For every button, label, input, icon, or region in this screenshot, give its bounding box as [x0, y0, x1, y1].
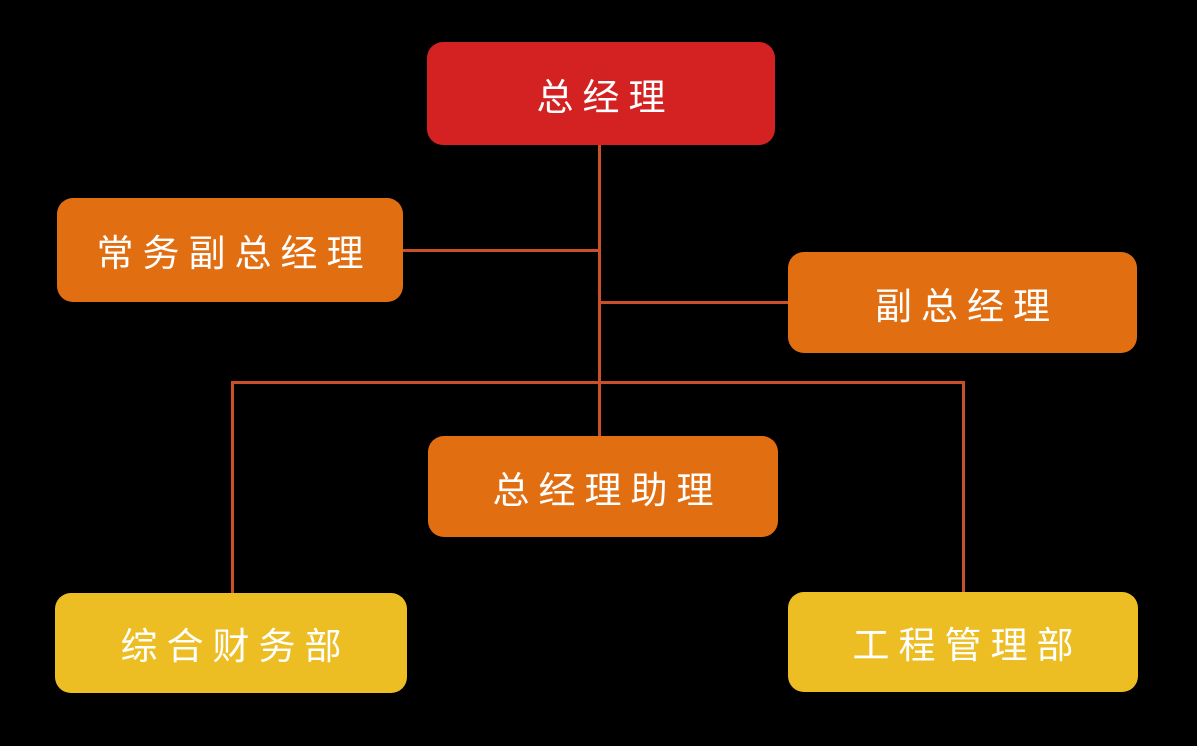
- node-general-manager-assistant: 总经理助理: [428, 436, 778, 537]
- connector-drop-finance: [231, 381, 234, 593]
- node-deputy-general-manager-label: 副总经理: [875, 285, 1059, 327]
- node-engineering-management-department-label: 工程管理部: [852, 625, 1083, 666]
- node-deputy-general-manager: 副总经理: [788, 252, 1137, 353]
- node-general-manager-assistant-label: 总经理助理: [492, 469, 723, 511]
- node-executive-deputy-general-manager: 常务副总经理: [57, 198, 403, 302]
- node-executive-deputy-general-manager-label: 常务副总经理: [96, 233, 373, 274]
- node-general-finance-department: 综合财务部: [55, 593, 407, 693]
- connector-departments-bar: [231, 381, 965, 384]
- node-general-manager: 总经理: [427, 42, 775, 145]
- connector-branch-executive-deputy: [403, 249, 600, 252]
- node-general-manager-label: 总经理: [536, 76, 675, 118]
- node-general-finance-department-label: 综合财务部: [120, 626, 351, 667]
- node-engineering-management-department: 工程管理部: [788, 592, 1138, 692]
- connector-drop-engineering: [962, 381, 965, 592]
- connector-trunk-vertical: [598, 145, 601, 437]
- connector-branch-deputy: [600, 301, 788, 304]
